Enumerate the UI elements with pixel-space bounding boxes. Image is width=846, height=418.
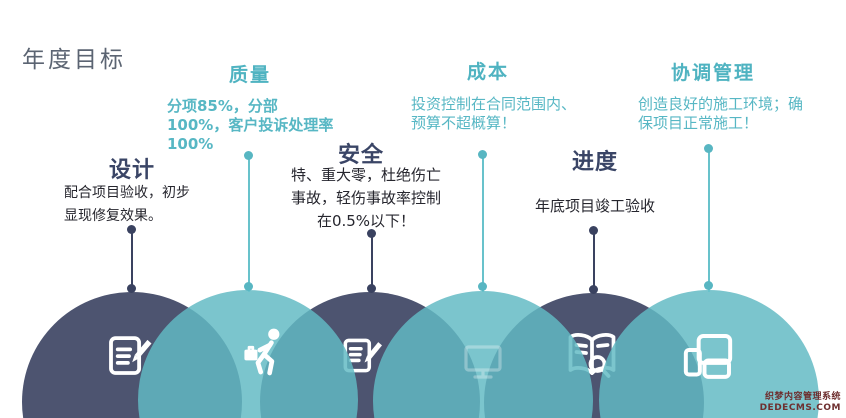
goal-cost-label: 成本 — [466, 61, 510, 83]
watermark: 织梦内容管理系统 DEDECMS.COM — [760, 392, 841, 414]
goal-safety-label: 安全 — [337, 143, 385, 168]
connector-cost-top-dot — [478, 150, 487, 159]
goal-safety-description: 特、重大零，杜绝伤亡事故，轻伤事故率控制在0.5%以下！ — [290, 166, 441, 230]
connector-cost — [482, 155, 484, 292]
goal-progress-description: 年底项目竣工验收 — [534, 197, 655, 215]
connector-design — [131, 230, 133, 292]
goal-design-label: 设计 — [108, 158, 156, 183]
goal-design-description: 配合项目验收，初步显现修复效果。 — [64, 185, 190, 224]
connector-safety — [371, 234, 373, 292]
connector-coordination-base-dot — [704, 281, 713, 290]
connector-cost-base-dot — [478, 282, 487, 291]
connector-coordination — [708, 149, 710, 292]
connector-safety-top-dot — [367, 229, 376, 238]
page-title: 年度目标 — [22, 47, 126, 73]
document-pencil-icon — [102, 328, 156, 386]
devices-icon — [680, 329, 736, 389]
goal-quality-description: 分项85%，分部100%，客户投诉处理率100% — [167, 97, 334, 153]
goal-coordination-description: 创造良好的施工环境；确保项目正常施工！ — [638, 95, 804, 132]
connector-coordination-top-dot — [704, 144, 713, 153]
connector-progress-top-dot — [589, 226, 598, 235]
connector-quality-top-dot — [244, 151, 253, 160]
connector-progress-base-dot — [589, 285, 598, 294]
connector-progress — [593, 231, 595, 292]
monitor-icon — [459, 338, 507, 390]
connector-safety-base-dot — [367, 284, 376, 293]
connector-design-base-dot — [127, 284, 136, 293]
running-person-icon — [236, 324, 292, 384]
connector-quality-base-dot — [244, 282, 253, 291]
connector-quality — [248, 156, 250, 292]
watermark-line1: 织梦内容管理系统 — [764, 392, 841, 402]
goal-cost-description: 投资控制在合同范围内、预算不超概算！ — [411, 95, 577, 132]
goal-progress-label: 进度 — [571, 150, 619, 175]
watermark-line2: DEDECMS.COM — [759, 403, 841, 413]
goal-coordination-label: 协调管理 — [670, 62, 756, 84]
goal-quality-label: 质量 — [228, 64, 272, 86]
connector-design-top-dot — [127, 225, 136, 234]
